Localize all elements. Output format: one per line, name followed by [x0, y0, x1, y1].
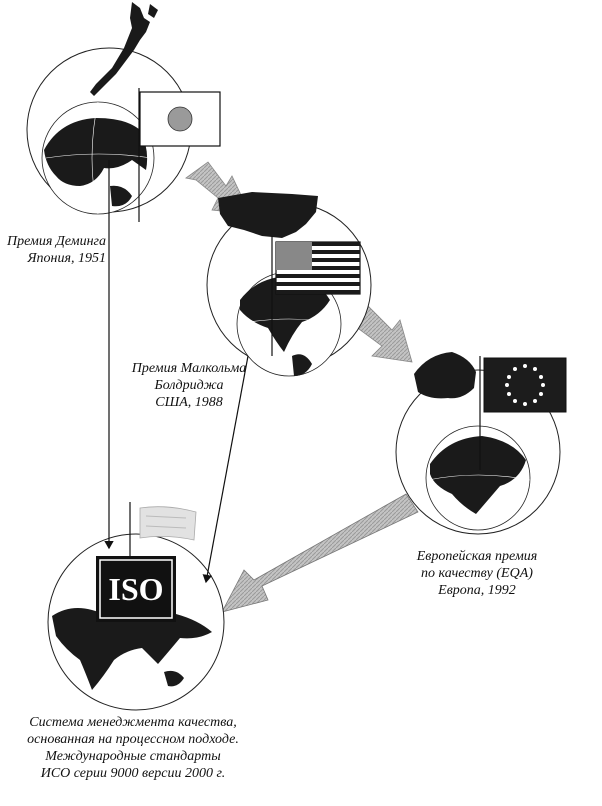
europe-award-title-line2: по качеству (EQA) [421, 566, 533, 581]
iso-logo-icon: ISO [96, 556, 176, 622]
europe-award-label: Европейская премия по качеству (EQA) Евр… [384, 548, 570, 599]
world-map-icon [52, 608, 212, 690]
usa-award-label: Премия Малкольма Болдриджа США, 1988 [104, 360, 274, 411]
japan-award-label: Премия Деминга Япония, 1951 [0, 233, 106, 267]
iso-label-line1: Система менеджмента качества, [29, 715, 237, 730]
japan-award-year: Япония, 1951 [27, 251, 106, 266]
europe-award-year: Европа, 1992 [438, 583, 516, 598]
europe-globe-group [395, 352, 567, 535]
arrow-europe-to-iso [221, 493, 419, 613]
usa-map-icon [218, 192, 318, 238]
eu-flag-icon [483, 357, 567, 413]
usa-award-title-line1: Премия Малкольма [131, 361, 247, 376]
japan-map-icon [90, 2, 150, 96]
iso-label-line2: основанная на процессном подходе. [27, 732, 239, 747]
usa-globe-group [206, 192, 372, 377]
europe-award-title-line1: Европейская премия [416, 549, 538, 564]
iso-label-line3: Международные стандарты [45, 749, 221, 764]
usa-award-title-line2: Болдриджа [154, 378, 224, 393]
iso-label-line4: ИСО серии 9000 версии 2000 г. [40, 766, 226, 781]
usa-flag-icon [275, 241, 361, 295]
usa-award-year: США, 1988 [155, 395, 223, 410]
japan-globe-group [26, 2, 221, 222]
japan-award-title: Премия Деминга [6, 234, 106, 249]
faded-flag-icon [139, 506, 197, 541]
iso-logo-text: ISO [108, 571, 163, 607]
connector-usa-to-iso [202, 355, 249, 584]
iso-standard-label: Система менеджмента качества, основанная… [0, 714, 266, 782]
europe-map-icon [414, 352, 476, 399]
iso-globe-group: ISO [47, 502, 225, 711]
